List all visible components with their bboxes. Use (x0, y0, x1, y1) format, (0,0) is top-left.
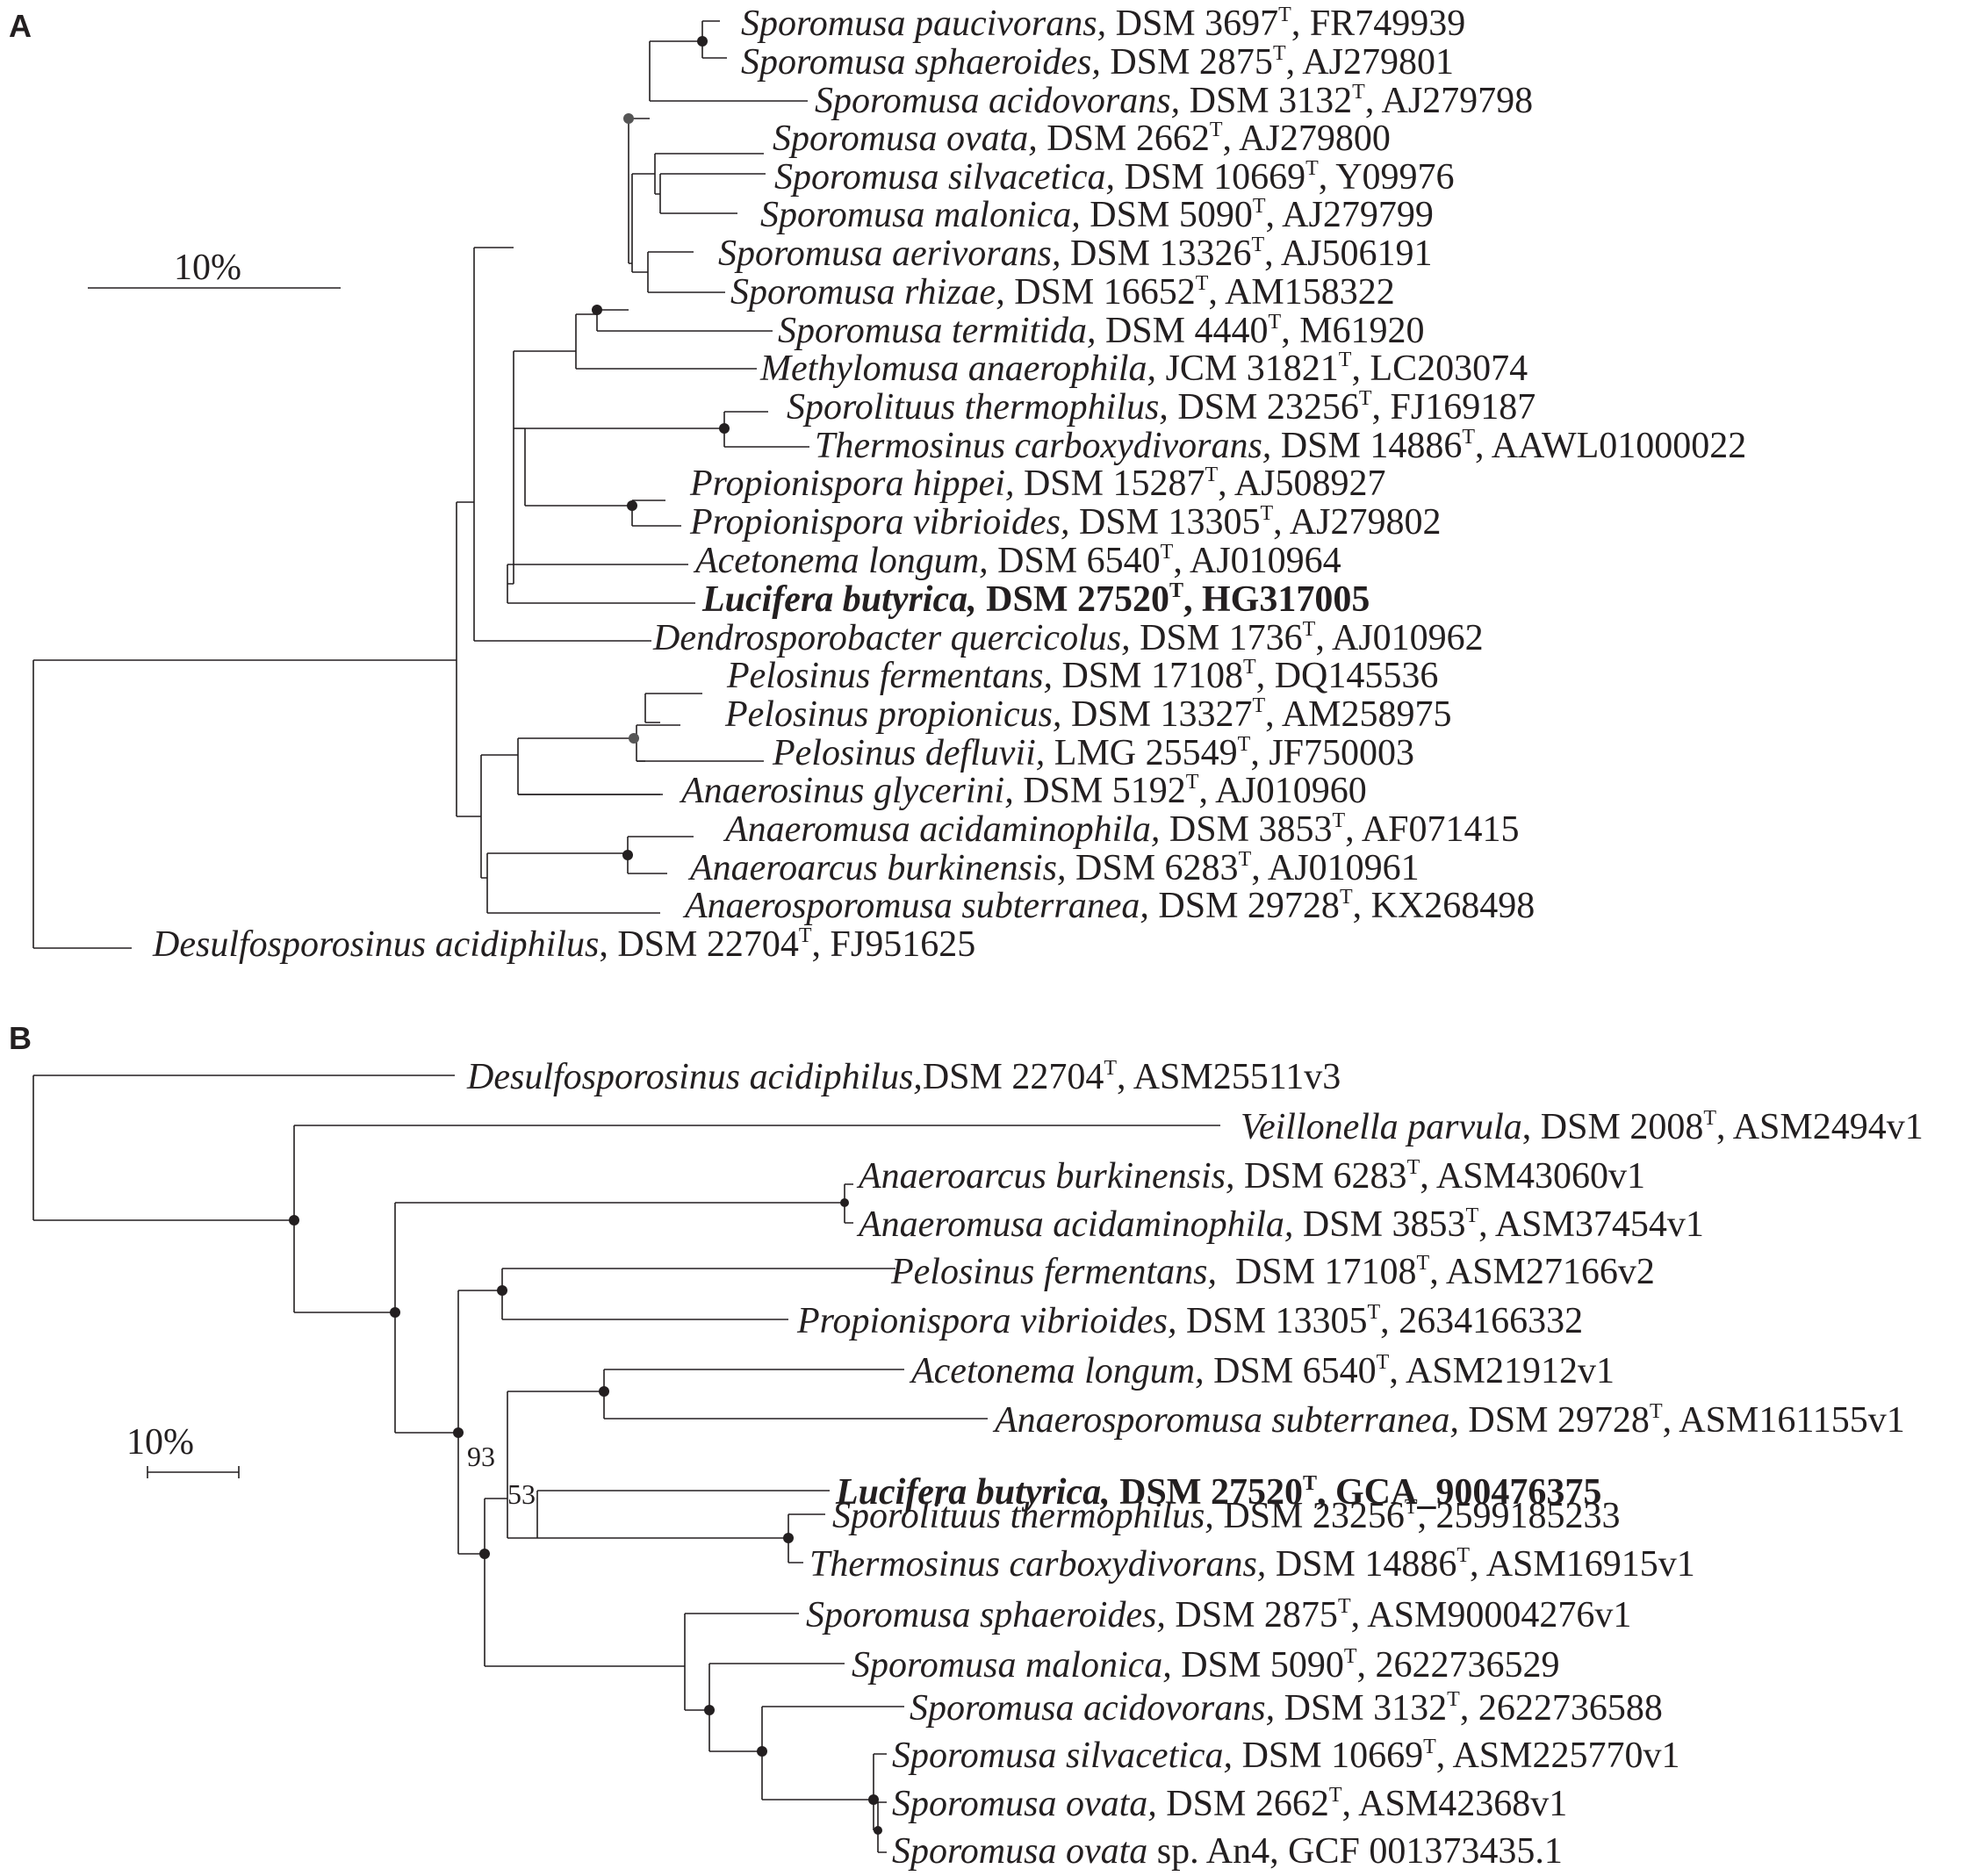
panel-a-node-752 (659, 173, 766, 214)
panel-a-taxon-17: Pelosinus fermentans, DSM 17108T, DQ1455… (726, 656, 1438, 696)
panel-a-pelosinus-node (517, 737, 660, 795)
panel-b-taxon-6: Acetonema longum, DSM 6540T, ASM21912v1 (909, 1351, 1615, 1391)
panel-a-node-dot-pelosinus (629, 733, 639, 744)
panel-a-taxon-24: Desulfosporosinus acidiphilus, DSM 22704… (152, 924, 975, 965)
panel-b-label: B (9, 1020, 32, 1056)
panel-b-taxon-14: Sporomusa silvacetica, DSM 10669T, ASM22… (892, 1736, 1680, 1776)
panel-b-node-dot-anaeroarcus (840, 1198, 849, 1207)
panel-a-taxon-5: Sporomusa malonica, DSM 5090T, AJ279799 (760, 195, 1434, 235)
panel-a-node-740 (649, 40, 808, 102)
panel-b-taxon-0: Desulfosporosinus acidiphilus,DSM 22704T… (466, 1057, 1341, 1097)
panel-a-node-dot-680 (592, 305, 602, 315)
panel-b-taxon-1: Veillonella parvula, DSM 2008T, ASM2494v… (1241, 1107, 1924, 1147)
panel-a-upper-clade (473, 247, 651, 642)
panel-a-taxon-9: Methylomusa anaerophila, JCM 31821T, LC2… (759, 349, 1528, 389)
panel-a-taxon-21: Anaeromusa acidaminophila, DSM 3853T, AF… (723, 809, 1520, 850)
panel-a-taxon-4: Sporomusa silvacetica, DSM 10669T, Y0997… (774, 157, 1455, 198)
panel-a-root-branch (32, 659, 457, 949)
panel-a-taxon-8: Sporomusa termitida, DSM 4440T, M61920 (778, 311, 1425, 351)
panel-b-taxon-5: Propionispora vibrioides, DSM 13305T, 26… (796, 1301, 1583, 1341)
panel-b-lucifera-node (536, 1490, 830, 1539)
panel-a-taxon-13: Propionispora vibrioides, DSM 13305T, AJ… (689, 502, 1442, 543)
panel-a-node-dot-anaeromusa (622, 850, 633, 860)
panel-b-scale-label: 10% (126, 1422, 194, 1463)
panel-b-bootstrap-53: 53 (507, 1478, 536, 1510)
panel-b-taxon-12: Sporomusa malonica, DSM 5090T, 262273652… (852, 1645, 1560, 1686)
panel-a-taxon-3: Sporomusa ovata, DSM 2662T, AJ279800 (773, 119, 1391, 159)
panel-a-node-738 (632, 251, 725, 293)
panel-b-node-335 (293, 1125, 1220, 1313)
panel-a-anaeromusa-node (486, 852, 660, 914)
panel-b-taxon-13: Sporomusa acidovorans, DSM 3132T, 262273… (910, 1688, 1663, 1729)
panel-a-taxon-2: Sporomusa acidovorans, DSM 3132T, AJ2797… (815, 81, 1533, 121)
panel-b-tree: 10% 93 53 (32, 1075, 1220, 1853)
panel-b-node-dot-acetonema (599, 1386, 609, 1397)
panel-a-acetonema-lucifera (507, 564, 695, 604)
panel-a-pelosinus-subbranches (634, 693, 702, 739)
panel-a-node-598 (524, 428, 724, 507)
panel-b-node-dot-pelosinus (497, 1285, 507, 1296)
panel-b-scale-bar (147, 1466, 240, 1478)
panel-b-taxon-10: Thermosinus carboxydivorans, DSM 14886T,… (809, 1544, 1695, 1585)
panel-a-taxon-0: Sporomusa paucivorans, DSM 3697T, FR7499… (741, 4, 1465, 44)
panel-b-sporomusa-node (684, 1613, 799, 1711)
panel-b-taxon-11: Sporomusa sphaeroides, DSM 2875T, ASM900… (806, 1595, 1631, 1635)
panel-a-labels: Sporomusa paucivorans, DSM 3697T, FR7499… (152, 4, 1746, 965)
panel-a-propionispora-branch (631, 500, 681, 527)
panel-a-taxon-19: Pelosinus defluvii, LMG 25549T, JF750003 (772, 733, 1414, 773)
panel-b-node-995 (873, 1753, 887, 1831)
panel-b-node-578 (507, 1391, 604, 1539)
panel-b-node-868 (761, 1706, 904, 1801)
panel-a-pelosinus-inner (636, 724, 680, 762)
panel-a-taxon-15: Lucifera butyrica, DSM 27520T, HG317005 (701, 579, 1370, 620)
panel-a-node-720 (631, 173, 655, 272)
panel-b-taxon-4: Pelosinus fermentans, DSM 17108T, ASM271… (890, 1252, 1655, 1292)
panel-a-node-dot-sporolituus (719, 423, 730, 434)
panel-b-bootstrap-93: 93 (467, 1441, 495, 1472)
panel-b-node-522 (457, 1290, 502, 1555)
panel-b-taxon-2: Anaeroarcus burkinensis, DSM 6283T, ASM4… (856, 1156, 1645, 1197)
panel-a-tree: 10% (32, 20, 809, 949)
panel-a-taxon-18: Pelosinus propionicus, DSM 13327T, AM258… (724, 694, 1452, 735)
panel-a-taxon-20: Anaerosinus glycerini, DSM 5192T, AJ0109… (679, 771, 1367, 811)
panel-b-node-808 (708, 1663, 845, 1752)
panel-a-node-585 (507, 350, 576, 585)
panel-a-main-clade (456, 501, 481, 817)
panel-a-taxon-14: Acetonema longum, DSM 6540T, AJ010964 (693, 541, 1341, 581)
panel-a-node-680 (596, 309, 773, 332)
panel-b-taxon-3: Anaeromusa acidaminophila, DSM 3853T, AS… (856, 1204, 1704, 1245)
panel-b-taxon-9: Sporolituus thermophilus, DSM 23256T, 25… (832, 1496, 1621, 1536)
panel-a-node-dot-716 (623, 113, 634, 124)
panel-a-node-746 (654, 153, 764, 195)
panel-b-node-450 (394, 1202, 845, 1434)
panel-b-taxon-7: Anaerosporomusa subterranea, DSM 29728T,… (992, 1400, 1905, 1441)
panel-a-anaeromusa-inner (627, 836, 694, 874)
panel-a-taxon-23: Anaerosporomusa subterranea, DSM 29728T,… (682, 886, 1535, 926)
panel-b-taxon-8: Lucifera butyrica, DSM 27520T, GCA_90047… (835, 1472, 1601, 1513)
panel-b-labels: Desulfosporosinus acidiphilus,DSM 22704T… (466, 1057, 1924, 1872)
panel-a-taxon-12: Propionispora hippei, DSM 15287T, AJ5089… (689, 464, 1386, 504)
panel-a-taxon-16: Dendrosporobacter quercicolus, DSM 1736T… (652, 618, 1484, 658)
panel-b-taxon-16: Sporomusa ovata sp. An4, GCF 001373435.1 (892, 1831, 1563, 1872)
panel-b-node-dot-sporolituus (783, 1533, 794, 1543)
panel-a-taxon-22: Anaeroarcus burkinensis, DSM 6283T, AJ01… (687, 848, 1420, 888)
panel-a-taxon-1: Sporomusa sphaeroides, DSM 2875T, AJ2798… (741, 42, 1454, 83)
panel-a-lower-clade (480, 754, 518, 879)
panel-b-root (32, 1075, 455, 1221)
panel-a-node-dot-800 (697, 36, 708, 47)
panel-b-taxon-15: Sporomusa ovata, DSM 2662T, ASM42368v1 (892, 1784, 1567, 1824)
panel-a-taxon-6: Sporomusa aerivorans, DSM 13326T, AJ5061… (718, 234, 1433, 274)
panel-a-node-dot-propionispora (627, 500, 637, 511)
panel-a-node-656 (575, 313, 757, 370)
panel-b-ovata-node (877, 1801, 887, 1853)
panel-a-scale-label: 10% (174, 248, 241, 288)
panel-a-taxon-11: Thermosinus carboxydivorans, DSM 14886T,… (815, 426, 1746, 466)
panel-b-node-552 (484, 1498, 685, 1667)
panel-a-label: A (9, 8, 32, 44)
panel-a-taxon-10: Sporolituus thermophilus, DSM 23256T, FJ… (787, 387, 1535, 428)
panel-a-taxon-7: Sporomusa rhizae, DSM 16652T, AM158322 (730, 272, 1395, 313)
